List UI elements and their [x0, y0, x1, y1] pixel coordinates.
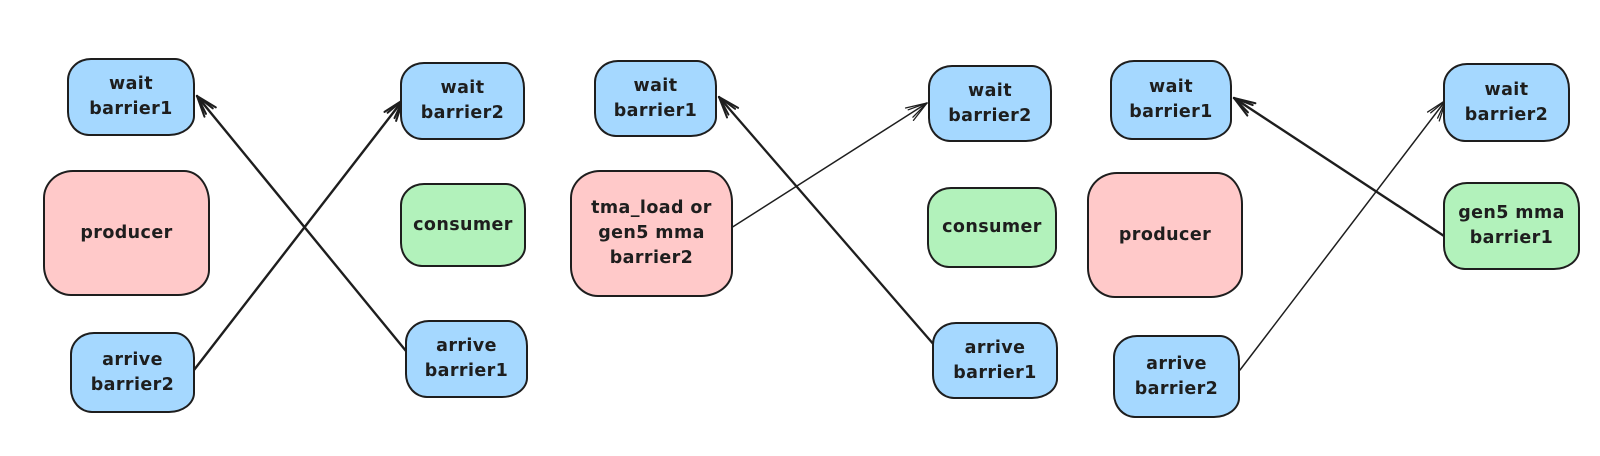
node-label-line: barrier1 [424, 361, 509, 381]
node-label-line: barrier1 [953, 362, 1037, 383]
node-label-line: producer [80, 222, 173, 243]
node-label-line: barrier2 [1464, 104, 1549, 125]
node-g2-consumer: consumer [927, 187, 1057, 268]
node-label-line: barrier1 [613, 100, 698, 121]
arrow-g3-arrive-barrier2-to-wait-barrier2 [1239, 99, 1447, 371]
arrow-g1-arrive-barrier2-to-wait-barrier2 [192, 98, 405, 372]
node-g2-wait-barrier1: wait barrier1 [594, 60, 717, 137]
node-label-line: barrier2 [420, 103, 505, 123]
node-label-line: tma_load or [591, 198, 712, 218]
node-label-line: wait [968, 80, 1012, 101]
node-label-line: consumer [942, 217, 1042, 237]
node-g1-consumer: consumer [400, 183, 526, 267]
node-g1-arrive-barrier2: arrive barrier2 [70, 332, 195, 413]
arrow-g2-tma-load-to-wait-barrier2 [730, 102, 928, 229]
node-label-line: barrier1 [1469, 228, 1554, 248]
node-g3-arrive-barrier2: arrive barrier2 [1113, 335, 1240, 418]
node-label-line: barrier2 [90, 374, 175, 395]
node-g3-wait-barrier1: wait barrier1 [1110, 60, 1232, 140]
node-label-line: arrive [102, 349, 163, 370]
node-label-line: wait [1484, 79, 1529, 100]
node-label-line: gen5 mma [598, 223, 705, 243]
arrow-g1-arrive-barrier1-to-wait-barrier1 [195, 94, 408, 353]
arrow-g2-arrive-barrier1-to-wait-barrier1 [717, 95, 937, 348]
arrow-g3-gen5-mma-barrier1-to-wait-barrier1 [1232, 96, 1446, 238]
node-g1-producer: producer [43, 170, 210, 296]
node-label-line: gen5 mma [1458, 203, 1565, 223]
node-g2-tma-load-or-gen5-mma-barrier2: tma_load or gen5 mma barrier2 [570, 170, 733, 297]
node-g2-wait-barrier2: wait barrier2 [928, 65, 1052, 142]
node-g1-wait-barrier1: wait barrier1 [67, 58, 195, 136]
node-label-line: barrier1 [1129, 102, 1213, 122]
node-g1-wait-barrier2: wait barrier2 [400, 62, 525, 140]
node-label-line: barrier1 [89, 99, 173, 119]
node-label-line: barrier2 [1134, 378, 1219, 399]
node-label-line: arrive [436, 336, 497, 356]
node-g3-gen5-mma-barrier1: gen5 mma barrier1 [1443, 182, 1580, 270]
node-g2-arrive-barrier1: arrive barrier1 [932, 322, 1058, 399]
node-g3-wait-barrier2: wait barrier2 [1443, 63, 1570, 142]
node-label-line: barrier2 [609, 248, 694, 268]
node-label-line: producer [1118, 224, 1212, 245]
node-g3-producer: producer [1087, 172, 1243, 298]
node-label-line: wait [440, 78, 485, 98]
node-label-line: wait [633, 75, 678, 96]
node-g1-arrive-barrier1: arrive barrier1 [405, 320, 528, 398]
node-label-line: wait [109, 74, 153, 94]
node-label-line: consumer [413, 214, 513, 235]
node-label-line: barrier2 [948, 105, 1032, 126]
node-label-line: arrive [964, 337, 1026, 358]
node-label-line: arrive [1146, 353, 1207, 374]
node-label-line: wait [1149, 77, 1193, 97]
